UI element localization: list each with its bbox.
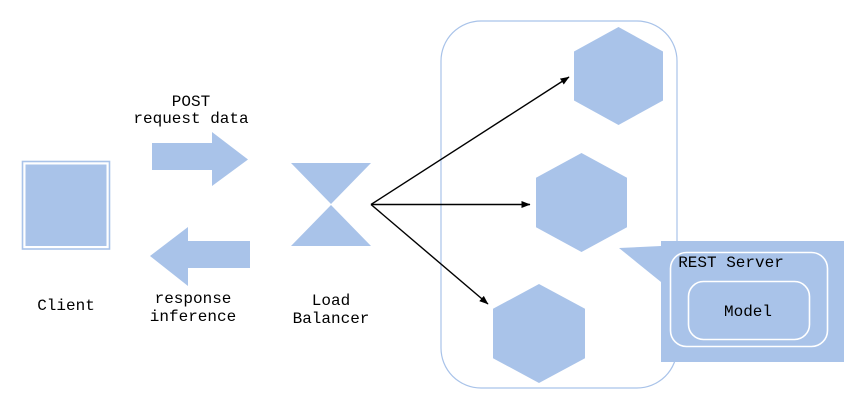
response-label-line1: response — [155, 290, 232, 308]
load-balancer-label: Load Balancer — [293, 292, 370, 328]
post-request-label: POST request data — [133, 93, 249, 128]
callout-tail — [619, 246, 661, 282]
post-request-label-line2: request data — [133, 110, 249, 128]
server-hexagon-3 — [493, 284, 585, 383]
post-request-arrow — [152, 132, 248, 186]
client-label: Client — [37, 297, 95, 315]
client-box-fill — [25, 164, 107, 246]
rest-server-callout — [661, 241, 844, 362]
response-arrow — [150, 227, 250, 286]
server-hexagon-1 — [574, 27, 663, 125]
load-balancer-bottom-triangle — [291, 205, 371, 246]
rest-server-label: REST Server — [678, 254, 784, 272]
rest-server-inner-border — [669, 251, 829, 348]
post-request-label-line1: POST — [172, 93, 210, 111]
model-box — [687, 280, 811, 341]
client-box — [21, 160, 111, 250]
load-balancer-label-line1: Load — [312, 292, 350, 310]
server-hexagon-2 — [536, 153, 627, 252]
load-balancer-shape — [291, 163, 371, 246]
arrow-to-server-1 — [370, 76, 570, 206]
load-balancer-top-triangle — [291, 163, 371, 204]
load-balancer-label-line2: Balancer — [293, 310, 370, 328]
model-label: Model — [724, 303, 772, 321]
arrow-to-server-3 — [370, 203, 489, 305]
response-label: response inference — [150, 290, 236, 326]
rest-server-box — [661, 241, 844, 362]
response-label-line2: inference — [150, 308, 236, 326]
